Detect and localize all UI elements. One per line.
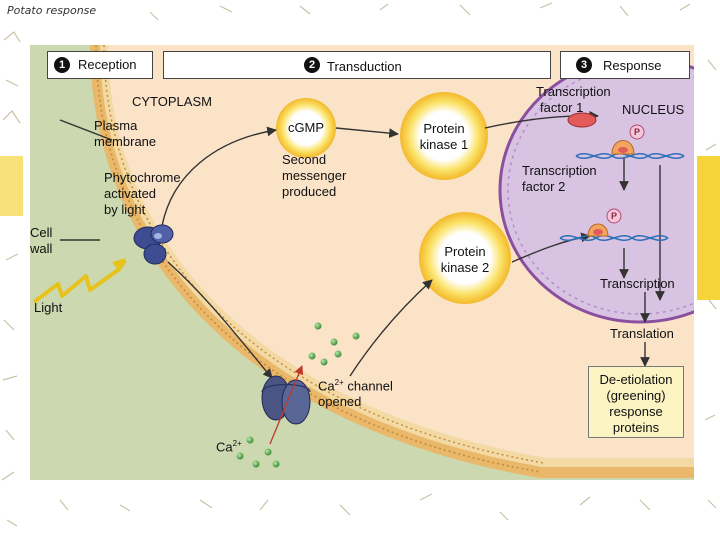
transcription-factor-1-label-line2: factor 1 bbox=[540, 100, 584, 115]
step-label-transduction: Transduction bbox=[327, 59, 402, 74]
arrow-ca-to-kinase2 bbox=[349, 279, 433, 377]
deetiolation-label-line4: proteins bbox=[612, 420, 660, 435]
lightning-arrowhead bbox=[112, 258, 126, 272]
cell-wall-label-line1: Cell bbox=[30, 225, 53, 240]
cytoplasm-label: CYTOPLASM bbox=[132, 94, 212, 109]
deetiolation-label: De-etiolation (greening) response protei… bbox=[589, 372, 683, 436]
step-label-response: Response bbox=[603, 58, 662, 73]
protein-kinase-1-label: Protein kinase 1 bbox=[408, 121, 480, 153]
page-title: Potato response bbox=[7, 4, 97, 17]
calcium-channel-icon bbox=[261, 375, 311, 425]
arrow-phytochrome-to-cgmp bbox=[161, 126, 277, 227]
membrane-phospholipids-inner bbox=[103, 45, 545, 464]
transcription-factor-2-label-line1: Transcription bbox=[522, 163, 597, 178]
phytochrome-icon bbox=[133, 224, 174, 265]
calcium-channel-word: channel bbox=[343, 378, 393, 394]
protein-kinase-1-label-line1: Protein bbox=[423, 121, 465, 136]
deetiolation-proteins-box: De-etiolation (greening) response protei… bbox=[588, 366, 684, 438]
transcription-label: Transcription bbox=[600, 276, 675, 291]
dna-icon bbox=[559, 153, 685, 241]
step-number-1: 1 bbox=[54, 57, 70, 73]
leader-plasma-membrane bbox=[59, 119, 113, 141]
second-messenger-label: Second messenger produced bbox=[282, 152, 346, 200]
calcium-channel-label: Ca2+ channel opened bbox=[318, 375, 393, 410]
phytochrome-label-line1: Phytochrome bbox=[104, 170, 181, 185]
yellow-side-tab bbox=[697, 156, 720, 300]
second-messenger-label-line2: messenger bbox=[282, 168, 347, 183]
protein-kinase-1-glow bbox=[400, 92, 488, 180]
calcium-channel-label-line1: Ca2+ channel bbox=[318, 375, 393, 394]
phosphate-label-group: P P bbox=[611, 127, 640, 221]
phosphate-label-1: P bbox=[634, 127, 640, 137]
transcription-factor-1-label: Transcription factor 1 bbox=[536, 84, 611, 116]
translation-label: Translation bbox=[610, 326, 674, 341]
arrow-phytochrome-to-channel bbox=[167, 261, 273, 379]
transcription-factor-2-label-line2: factor 2 bbox=[522, 179, 566, 194]
calcium-ion-symbol: Ca bbox=[216, 439, 233, 455]
calcium-flow-arrow bbox=[269, 365, 304, 445]
calcium-channel-label-line2: opened bbox=[318, 394, 362, 410]
active-transcription-factor-1-icon bbox=[611, 140, 635, 155]
deetiolation-label-line2: (greening) bbox=[606, 388, 666, 403]
protein-kinase-2-glow bbox=[419, 212, 511, 304]
transcription-factor-1-label-line1: Transcription bbox=[536, 84, 611, 99]
phosphate-label-2: P bbox=[611, 211, 617, 221]
step-transduction-box: 2 Transduction bbox=[163, 51, 551, 79]
protein-kinase-2-label-line2: kinase 2 bbox=[440, 260, 490, 275]
step-number-2: 2 bbox=[304, 57, 320, 73]
transcription-factor-2-label: Transcription factor 2 bbox=[522, 163, 597, 195]
protein-kinase-2-label: Protein kinase 2 bbox=[428, 244, 502, 276]
calcium-channel-charge: 2+ bbox=[334, 378, 344, 387]
cgmp-glow bbox=[276, 98, 336, 158]
plasma-membrane-label-line2: membrane bbox=[94, 134, 157, 149]
deetiolation-label-line1: De-etiolation bbox=[599, 372, 673, 387]
phosphate-icon bbox=[606, 124, 645, 224]
phytochrome-label-line3: by light bbox=[104, 202, 146, 217]
phytochrome-label-line2: activated bbox=[104, 186, 157, 201]
active-transcription-factor-2-icon bbox=[587, 223, 609, 237]
protein-kinase-1-label-line2: kinase 1 bbox=[419, 137, 469, 152]
arrow-cgmp-to-kinase1 bbox=[335, 127, 399, 139]
deetiolation-label-line3: response bbox=[609, 404, 663, 419]
decorative-left-border bbox=[1, 2, 717, 527]
step-response-box: 3 Response bbox=[560, 51, 690, 79]
yellow-side-tab-left bbox=[0, 156, 23, 216]
nucleus-label: NUCLEUS bbox=[622, 102, 685, 117]
calcium-ion-charge: 2+ bbox=[232, 439, 242, 448]
calcium-channel-ca: Ca bbox=[318, 378, 335, 394]
cell-wall-label: Cell wall bbox=[30, 225, 52, 257]
step-label-reception: Reception bbox=[78, 57, 137, 72]
step-number-3: 3 bbox=[576, 57, 592, 73]
transcription-factor-1-icon bbox=[567, 112, 597, 128]
protein-kinase-2-label-line1: Protein bbox=[444, 244, 486, 259]
second-messenger-label-line3: produced bbox=[282, 184, 337, 199]
plasma-membrane-label-line1: Plasma bbox=[94, 118, 138, 133]
cell-wall-label-line2: wall bbox=[30, 241, 53, 256]
step-reception-box: 1 Reception bbox=[47, 51, 153, 79]
second-messenger-label-line1: Second bbox=[282, 152, 327, 167]
calcium-ion-label: Ca2+ bbox=[216, 436, 242, 455]
plasma-membrane-label: Plasma membrane bbox=[94, 118, 156, 150]
light-label: Light bbox=[34, 300, 63, 315]
phytochrome-label: Phytochrome activated by light bbox=[104, 170, 181, 218]
calcium-ions bbox=[236, 322, 360, 468]
cgmp-label: cGMP bbox=[287, 120, 325, 135]
